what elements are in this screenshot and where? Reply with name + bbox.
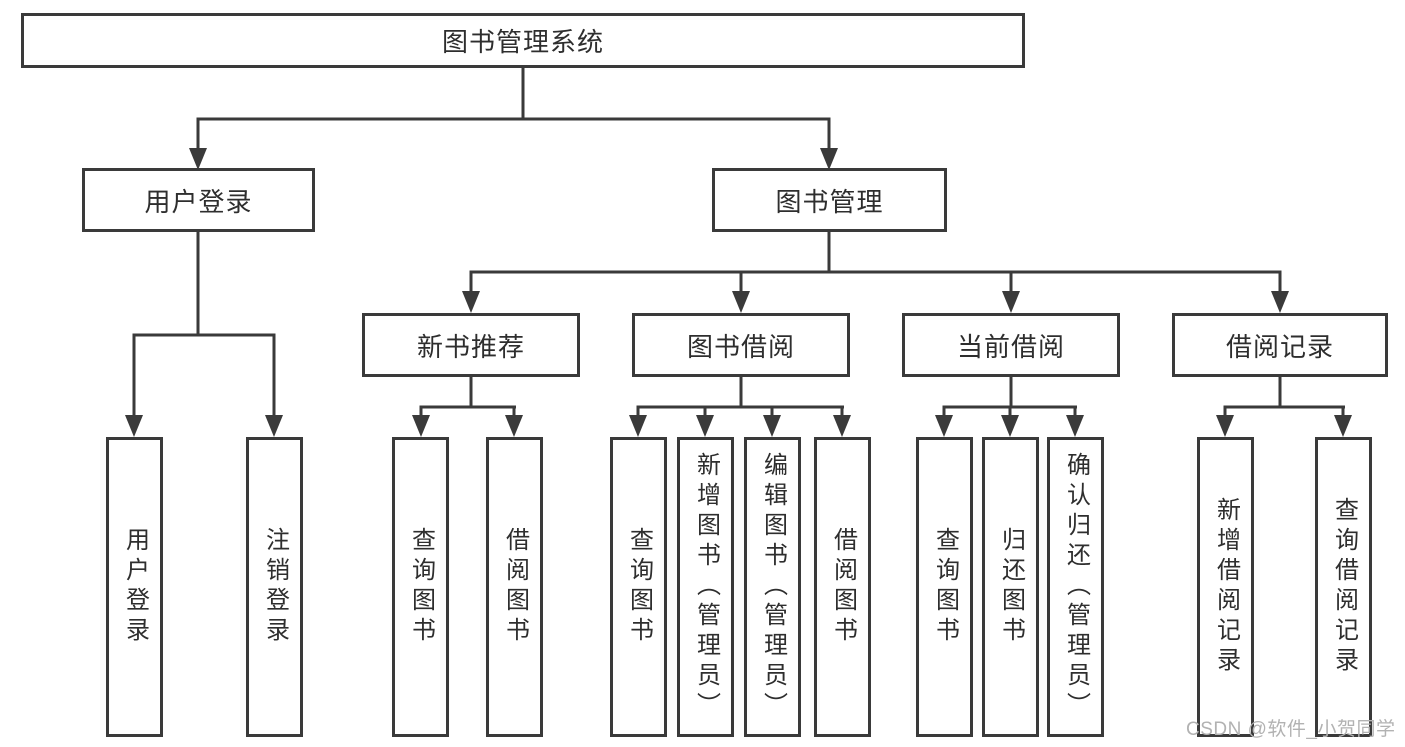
node-leaf-nb-borrow-book-label: 借阅图书: [501, 527, 529, 647]
node-leaf-login: 用户登录: [106, 437, 163, 737]
node-borrowing-records-label: 借阅记录: [1225, 331, 1334, 362]
node-new-book-recommend: 新书推荐: [362, 313, 580, 377]
node-leaf-bb-edit-book-label: 编辑图书（管理员）: [759, 452, 787, 722]
node-leaf-nb-query-book: 查询图书: [392, 437, 449, 737]
node-leaf-bb-query-book-label: 查询图书: [625, 527, 653, 647]
node-leaf-br-add-record-label: 新增借阅记录: [1212, 497, 1240, 677]
node-book-borrowing-label: 图书借阅: [686, 331, 795, 362]
node-leaf-logout: 注销登录: [246, 437, 303, 737]
node-user-login: 用户登录: [82, 168, 315, 232]
node-new-book-recommend-label: 新书推荐: [416, 331, 525, 362]
node-root: 图书管理系统: [21, 13, 1025, 68]
node-leaf-cb-return-book: 归还图书: [982, 437, 1039, 737]
node-leaf-cb-query-book-label: 查询图书: [931, 527, 959, 647]
node-leaf-bb-add-book-label: 新增图书（管理员）: [692, 452, 720, 722]
edge-book-borrowing-to-children: [629, 377, 851, 437]
node-leaf-br-query-record: 查询借阅记录: [1315, 437, 1372, 737]
edge-new-book-recommend-to-children: [412, 377, 523, 437]
node-leaf-br-add-record: 新增借阅记录: [1197, 437, 1254, 737]
node-leaf-logout-label: 注销登录: [261, 527, 289, 647]
node-leaf-cb-confirm-return: 确认归还（管理员）: [1047, 437, 1104, 737]
node-leaf-bb-edit-book: 编辑图书（管理员）: [744, 437, 801, 737]
node-leaf-cb-return-book-label: 归还图书: [997, 527, 1025, 647]
edge-current-borrowing-to-children: [935, 377, 1084, 437]
node-book-management: 图书管理: [712, 168, 947, 232]
watermark: CSDN @软件_小贺同学: [1186, 719, 1396, 740]
edge-book-management-to-level3: [462, 232, 1289, 313]
node-leaf-nb-query-book-label: 查询图书: [407, 527, 435, 647]
node-leaf-br-query-record-label: 查询借阅记录: [1330, 497, 1358, 677]
node-leaf-bb-borrow-book: 借阅图书: [814, 437, 871, 737]
node-borrowing-records: 借阅记录: [1172, 313, 1388, 377]
node-leaf-bb-query-book: 查询图书: [610, 437, 667, 737]
node-user-login-label: 用户登录: [144, 186, 253, 217]
node-leaf-login-label: 用户登录: [121, 527, 149, 647]
edge-user-login-to-children: [125, 232, 283, 437]
node-book-borrowing: 图书借阅: [632, 313, 850, 377]
node-leaf-cb-query-book: 查询图书: [916, 437, 973, 737]
node-leaf-nb-borrow-book: 借阅图书: [486, 437, 543, 737]
node-current-borrowing-label: 当前借阅: [956, 331, 1065, 362]
node-leaf-bb-borrow-book-label: 借阅图书: [829, 527, 857, 647]
edge-root-to-level2: [189, 68, 838, 170]
node-root-label: 图书管理系统: [441, 27, 604, 57]
node-leaf-cb-confirm-return-label: 确认归还（管理员）: [1062, 452, 1090, 722]
node-current-borrowing: 当前借阅: [902, 313, 1120, 377]
edge-borrowing-records-to-children: [1216, 377, 1352, 437]
node-leaf-bb-add-book: 新增图书（管理员）: [677, 437, 734, 737]
node-book-management-label: 图书管理: [775, 186, 884, 217]
